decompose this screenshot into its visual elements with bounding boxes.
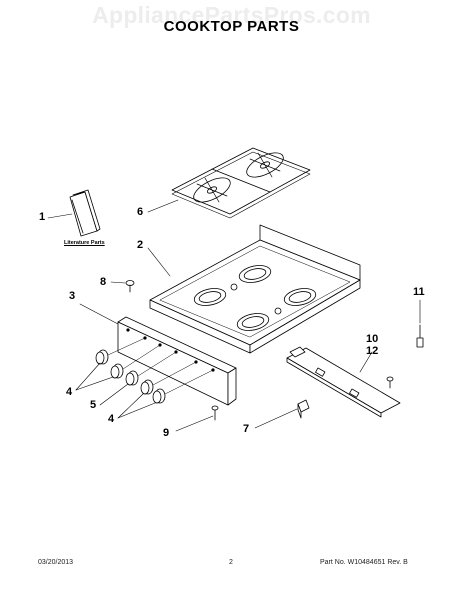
spark-module-bracket	[286, 346, 401, 418]
literature-booklet	[69, 189, 101, 237]
callout-7: 7	[243, 423, 250, 435]
screw	[125, 280, 135, 293]
callout-2: 2	[137, 239, 144, 251]
callout-9: 9	[163, 427, 170, 439]
leader-lines	[47, 199, 421, 432]
watermark: AppliancePartsPros.com	[92, 2, 371, 28]
callout-4-lower: 4	[108, 413, 115, 425]
footer-page-number: 2	[229, 559, 233, 566]
callout-1: 1	[39, 211, 46, 223]
callout-5: 5	[90, 399, 97, 411]
burner-grate	[171, 147, 311, 219]
callout-3: 3	[69, 290, 76, 302]
footer-part-number: Part No. W10484651 Rev. B	[320, 559, 408, 566]
callout-4-upper: 4	[66, 386, 73, 398]
callout-8: 8	[100, 276, 107, 288]
cooktop-panel	[149, 224, 361, 354]
callout-10: 10	[366, 333, 379, 345]
igniter	[416, 324, 424, 348]
bracket	[297, 399, 310, 419]
manifold-panel	[117, 316, 237, 406]
callout-11: 11	[413, 286, 425, 298]
page-title: COOKTOP PARTS	[163, 18, 300, 35]
literature-parts-label: Literature Parts	[64, 240, 105, 246]
screw-lower	[211, 405, 219, 421]
control-knobs	[95, 337, 214, 404]
footer-date: 03/20/2013	[38, 559, 74, 566]
callout-6: 6	[137, 206, 144, 218]
callout-12: 12	[366, 345, 379, 357]
